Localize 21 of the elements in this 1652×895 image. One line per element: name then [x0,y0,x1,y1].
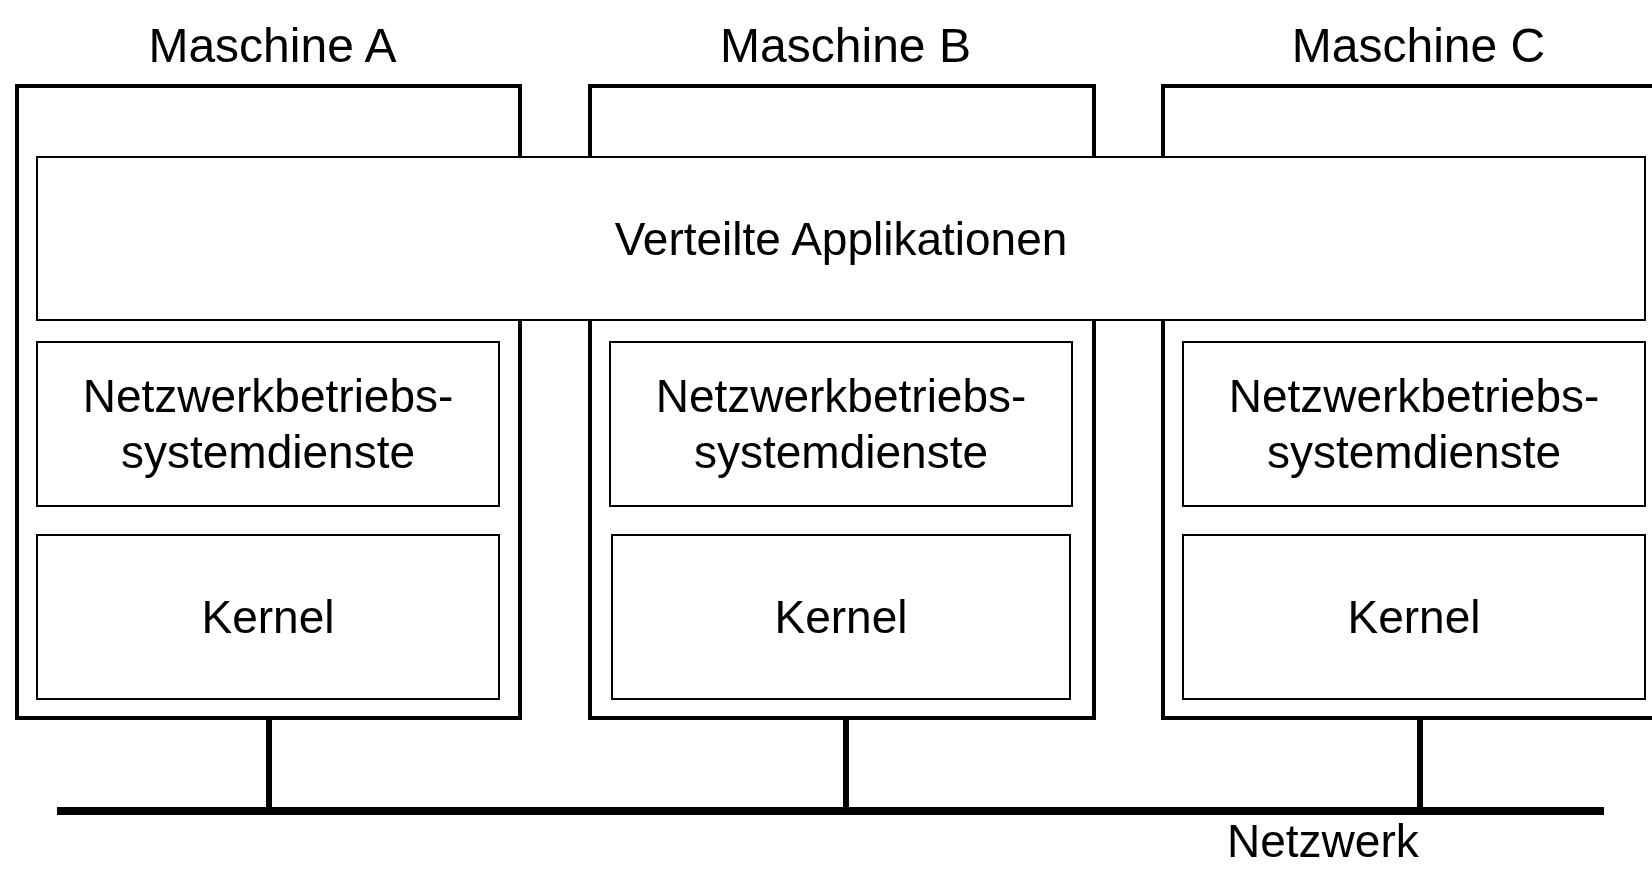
machine-label: Maschine A [147,18,398,74]
layer-box [36,534,500,700]
layer-label: Netzwerkbetriebs- systemdienste [1227,369,1601,480]
connector-line [843,720,849,807]
layer-label: Netzwerkbetriebs- systemdienste [81,369,455,480]
layer-label: Verteilte Applikationen [613,211,1069,267]
layer-box [36,156,1646,321]
layer-box [1182,534,1646,700]
network-label: Netzwerk [1227,814,1419,869]
layer-label: Kernel [773,590,909,645]
connector-line [1417,720,1423,807]
layer-box [1182,341,1646,507]
layer-label: Netzwerkbetriebs- systemdienste [654,369,1028,480]
layer-box [36,341,500,507]
layer-box [611,534,1071,700]
machine-label: Maschine C [1290,18,1547,74]
layer-label: Kernel [1346,590,1482,645]
layer-box [609,341,1073,507]
machine-label: Maschine B [719,18,972,74]
connector-line [266,720,272,807]
layer-label: Kernel [200,590,336,645]
